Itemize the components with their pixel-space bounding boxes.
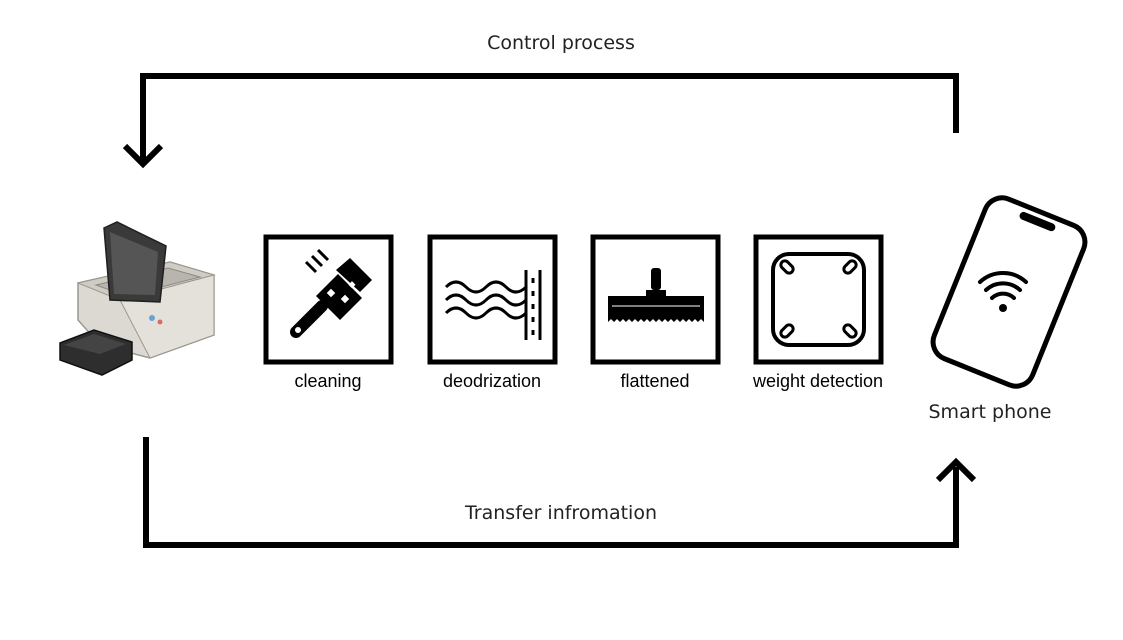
smart-phone-label: Smart phone bbox=[928, 401, 1052, 423]
cleaning-label: cleaning bbox=[294, 371, 362, 391]
smartphone-icon bbox=[930, 195, 1088, 389]
deodrization-label: deodrization bbox=[442, 371, 542, 391]
wifi-icon bbox=[978, 271, 1028, 312]
control-process-arrow-line bbox=[140, 73, 959, 160]
transfer-information-arrowhead bbox=[935, 457, 977, 483]
device-image bbox=[59, 221, 216, 376]
cleaning-brush-icon bbox=[263, 234, 394, 365]
weight-detection-label: weight detection bbox=[752, 371, 884, 391]
deodorization-waves-icon bbox=[427, 234, 558, 365]
transfer-information-arrow-line bbox=[143, 437, 959, 548]
flattened-label: flattened bbox=[620, 371, 690, 391]
flattening-broom-icon bbox=[590, 234, 721, 365]
control-process-label: Control process bbox=[487, 32, 635, 54]
weight-scale-icon bbox=[753, 234, 884, 365]
control-process-arrowhead bbox=[122, 143, 164, 169]
transfer-information-label: Transfer infromation bbox=[464, 502, 657, 524]
